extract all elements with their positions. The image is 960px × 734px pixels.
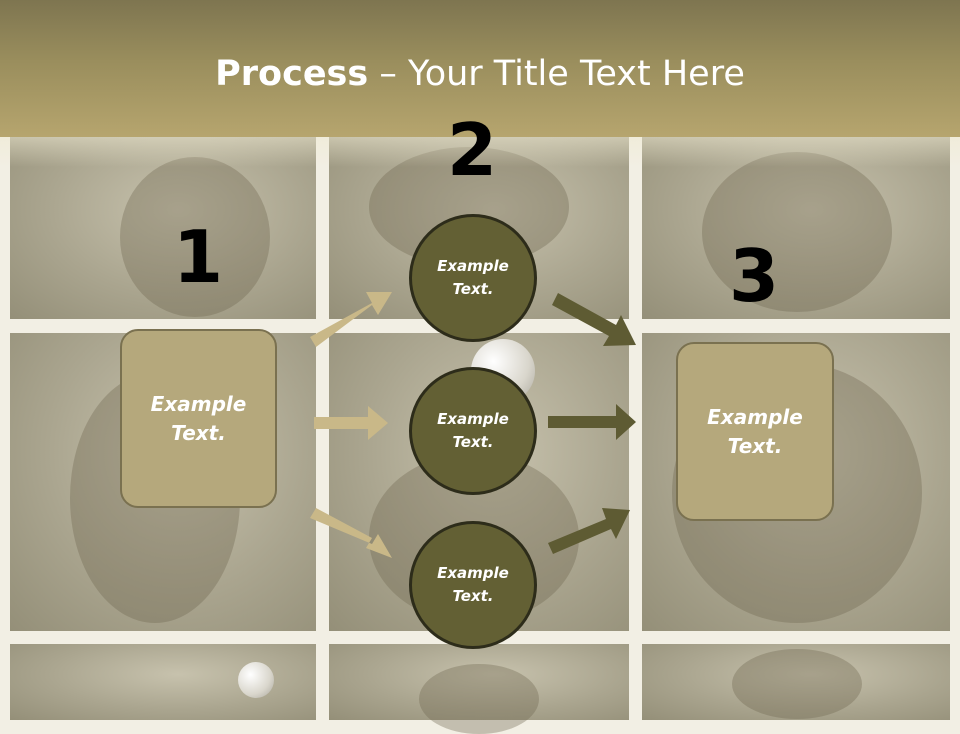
circle-text-line: Text. [452,587,494,605]
title-rest-part: – Your Title Text Here [368,54,745,94]
box-text-line: Text. [171,420,226,445]
step-number-1: 1 [172,215,224,299]
dark-arrows [548,293,636,554]
circle-text-line: Text. [452,433,494,451]
slide-title: Process – Your Title Text Here [0,54,960,94]
step-3-box[interactable]: Example Text. [676,342,834,521]
title-bold-part: Process [215,54,369,94]
golf-ball-image [238,662,274,698]
banner-fade [0,137,960,167]
circle-top[interactable]: Example Text. [409,214,537,342]
photo-tile [642,137,950,319]
step-number-2: 2 [446,108,498,192]
arrow-to-bottom-circle [310,508,392,558]
photo-tile [642,644,950,720]
step-number-3: 3 [728,234,780,318]
arrow-from-middle-circle [548,404,636,440]
circle-text-line: Example [437,564,509,582]
light-arrows [310,292,392,558]
photo-tile [329,644,629,734]
box-text-line: Text. [727,433,783,458]
arrow-to-middle-circle [314,406,388,440]
circle-text-line: Text. [452,280,494,298]
step-3-box-text: Example Text. [707,403,803,461]
photo-tile [10,137,316,319]
circle-bottom-text: Example Text. [437,562,509,608]
circle-top-text: Example Text. [437,255,509,301]
arrow-from-top-circle [552,293,636,346]
step-1-box[interactable]: Example Text. [120,329,277,508]
step-1-box-text: Example Text. [151,390,247,448]
arrow-from-bottom-circle [548,508,630,554]
photo-tile [10,644,316,720]
title-banner [0,0,960,137]
circle-text-line: Example [437,410,509,428]
circle-middle-text: Example Text. [437,408,509,454]
arrow-to-top-circle [310,292,392,347]
circle-middle[interactable]: Example Text. [409,367,537,495]
box-text-line: Example [150,391,247,416]
circle-bottom[interactable]: Example Text. [409,521,537,649]
box-text-line: Example [707,404,803,429]
circle-text-line: Example [437,257,509,275]
